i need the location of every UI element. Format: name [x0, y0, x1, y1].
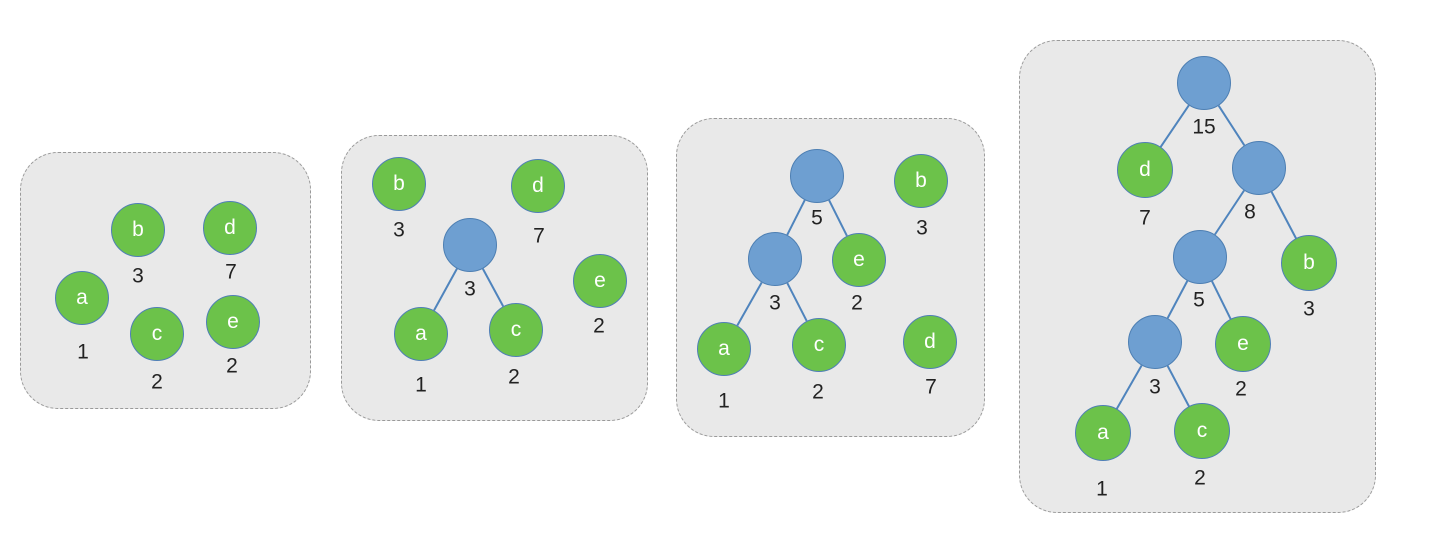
leaf-node-b: b [111, 203, 165, 257]
leaf-node-d: d [511, 159, 565, 213]
internal-node [1232, 141, 1286, 195]
internal-node-weight: 15 [1192, 115, 1216, 139]
leaf-node-d: d [1117, 142, 1173, 198]
leaf-weight-b: 3 [132, 264, 144, 288]
internal-node-weight: 3 [769, 291, 781, 315]
leaf-node-e: e [573, 254, 627, 308]
leaf-weight-e: 2 [226, 354, 238, 378]
internal-node [748, 232, 802, 286]
leaf-weight-a: 1 [415, 373, 427, 397]
internal-node [1177, 56, 1231, 110]
tree-edge [1115, 364, 1143, 411]
leaf-node-c: c [1174, 403, 1230, 459]
tree-edge [1214, 189, 1245, 236]
leaf-weight-c: 2 [508, 365, 520, 389]
tree-edge [1211, 280, 1232, 321]
leaf-weight-b: 3 [1303, 297, 1315, 321]
internal-node [443, 218, 497, 272]
tree-edge [1159, 104, 1190, 149]
internal-node [1128, 315, 1182, 369]
leaf-node-d: d [203, 201, 257, 255]
leaf-weight-a: 1 [718, 389, 730, 413]
leaf-node-e: e [206, 295, 260, 349]
tree-edge [481, 268, 505, 307]
leaf-weight-c: 2 [151, 370, 163, 394]
leaf-node-c: c [130, 307, 184, 361]
tree-edge [736, 281, 763, 327]
leaf-weight-d: 7 [1139, 206, 1151, 230]
leaf-node-b: b [894, 154, 948, 208]
leaf-weight-b: 3 [916, 216, 928, 240]
leaf-node-d: d [903, 315, 957, 369]
leaf-node-c: c [792, 318, 846, 372]
leaf-weight-b: 3 [393, 218, 405, 242]
leaf-weight-c: 2 [812, 380, 824, 404]
leaf-node-c: c [489, 303, 543, 357]
leaf-weight-a: 1 [1096, 477, 1108, 501]
internal-node [790, 149, 844, 203]
leaf-node-e: e [832, 233, 886, 287]
internal-node-weight: 3 [464, 277, 476, 301]
internal-node [1173, 230, 1227, 284]
leaf-weight-e: 2 [1235, 377, 1247, 401]
leaf-node-b: b [1281, 235, 1337, 291]
tree-edge [1217, 105, 1246, 146]
leaf-node-a: a [55, 271, 109, 325]
leaf-node-e: e [1215, 316, 1271, 372]
internal-node-weight: 5 [811, 206, 823, 230]
tree-edge [828, 199, 848, 237]
tree-edge [1270, 191, 1298, 240]
internal-node-weight: 5 [1193, 288, 1205, 312]
leaf-weight-e: 2 [851, 291, 863, 315]
leaf-node-a: a [394, 307, 448, 361]
leaf-node-a: a [1075, 405, 1131, 461]
leaf-node-a: a [697, 322, 751, 376]
leaf-node-b: b [372, 157, 426, 211]
tree-edge [786, 282, 808, 322]
leaf-weight-d: 7 [925, 375, 937, 399]
leaf-weight-c: 2 [1194, 466, 1206, 490]
leaf-weight-a: 1 [77, 340, 89, 364]
tree-edge [433, 268, 458, 311]
leaf-weight-d: 7 [225, 260, 237, 284]
internal-node-weight: 8 [1244, 200, 1256, 224]
leaf-weight-e: 2 [593, 314, 605, 338]
internal-node-weight: 3 [1149, 375, 1161, 399]
tree-edge [786, 199, 806, 236]
tree-edge [1166, 280, 1189, 319]
leaf-weight-d: 7 [533, 224, 545, 248]
tree-edge [1166, 365, 1191, 408]
